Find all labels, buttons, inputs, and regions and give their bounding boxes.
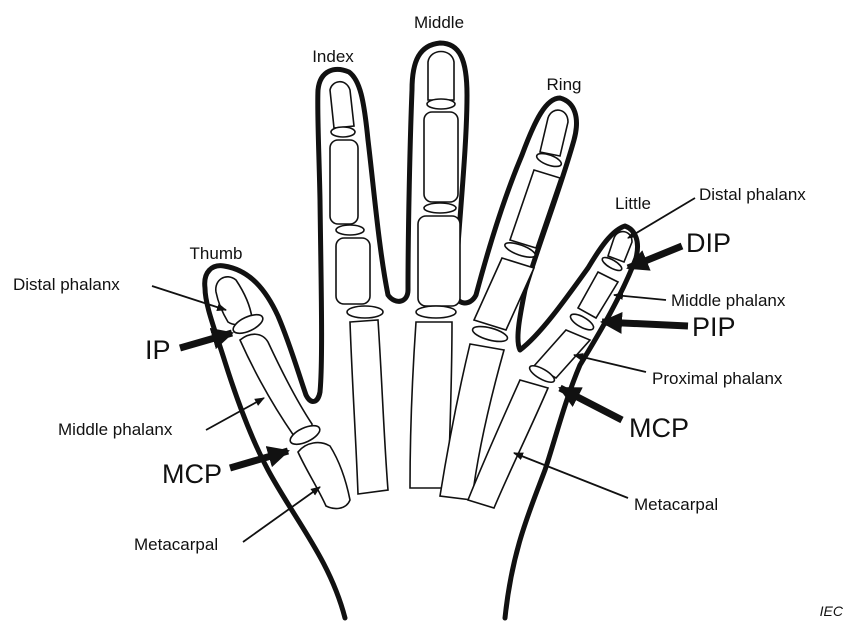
right-mcp-arrow [560, 388, 622, 420]
left-ip-label: IP [145, 335, 171, 365]
finger-label-index: Index [312, 47, 354, 66]
left-middle-phalanx-label: Middle phalanx [58, 420, 173, 439]
left-metacarpal-label: Metacarpal [134, 535, 218, 554]
finger-label-middle: Middle [414, 13, 464, 32]
source-credit: IEC [820, 603, 844, 619]
index-bones [330, 82, 388, 494]
finger-label-ring: Ring [547, 75, 582, 94]
right-metacarpal-label: Metacarpal [634, 495, 718, 514]
right-pip-arrow [602, 322, 688, 326]
left-distal-phalanx-label: Distal phalanx [13, 275, 120, 294]
right-proximal-phalanx-pointer [574, 355, 646, 372]
right-metacarpal-pointer [514, 453, 628, 498]
right-mcp-label: MCP [629, 413, 689, 443]
finger-label-thumb: Thumb [190, 244, 243, 263]
thumb-metacarpal [298, 443, 350, 509]
left-middle-phalanx-pointer [206, 398, 264, 430]
right-dip-label: DIP [686, 228, 731, 258]
right-middle-phalanx-label: Middle phalanx [671, 291, 786, 310]
right-distal-phalanx-label: Distal phalanx [699, 185, 806, 204]
right-middle-phalanx-pointer [614, 295, 666, 300]
left-ip-arrow [180, 333, 232, 348]
finger-label-little: Little [615, 194, 651, 213]
right-pip-label: PIP [692, 312, 736, 342]
right-proximal-phalanx-label: Proximal phalanx [652, 369, 783, 388]
left-distal-phalanx-pointer [152, 286, 226, 310]
left-mcp-label: MCP [162, 459, 222, 489]
